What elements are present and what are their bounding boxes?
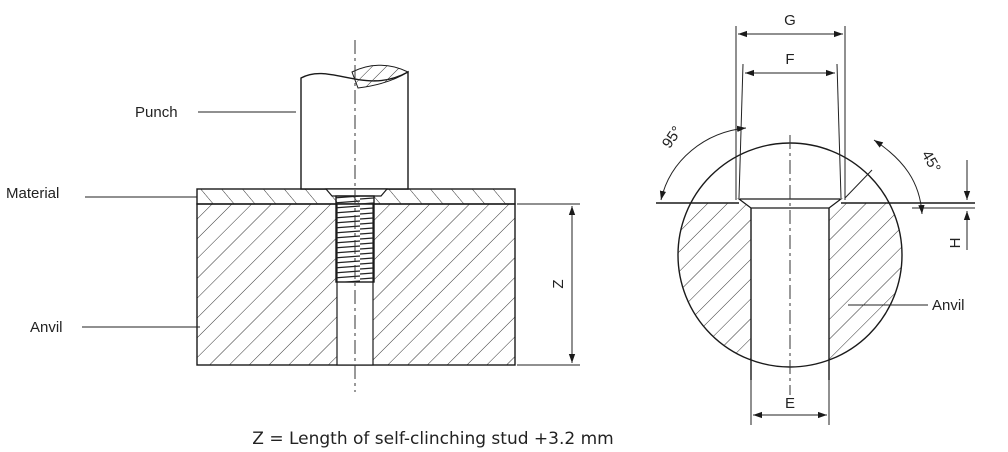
angle-95-arc [659, 125, 747, 201]
caption: Z = Length of self-clinching stud +3.2 m… [252, 429, 613, 449]
left-assembly-view [82, 40, 580, 392]
punch [300, 64, 410, 190]
angle-95-label: 95° [659, 123, 686, 151]
f-label: F [785, 51, 794, 68]
material-label: Material [6, 185, 59, 202]
anvil-right-label: Anvil [932, 297, 965, 314]
angle-45-arc [873, 139, 925, 215]
right-detail-view [656, 26, 975, 425]
anvil-left-label: Anvil [30, 319, 63, 336]
angle-45-label: 45° [918, 148, 944, 176]
punch-label: Punch [135, 104, 178, 121]
e-label: E [785, 395, 795, 412]
z-label: Z [550, 279, 567, 288]
h-label: H [947, 238, 964, 249]
g-label: G [784, 12, 796, 29]
stud-head [324, 188, 389, 197]
